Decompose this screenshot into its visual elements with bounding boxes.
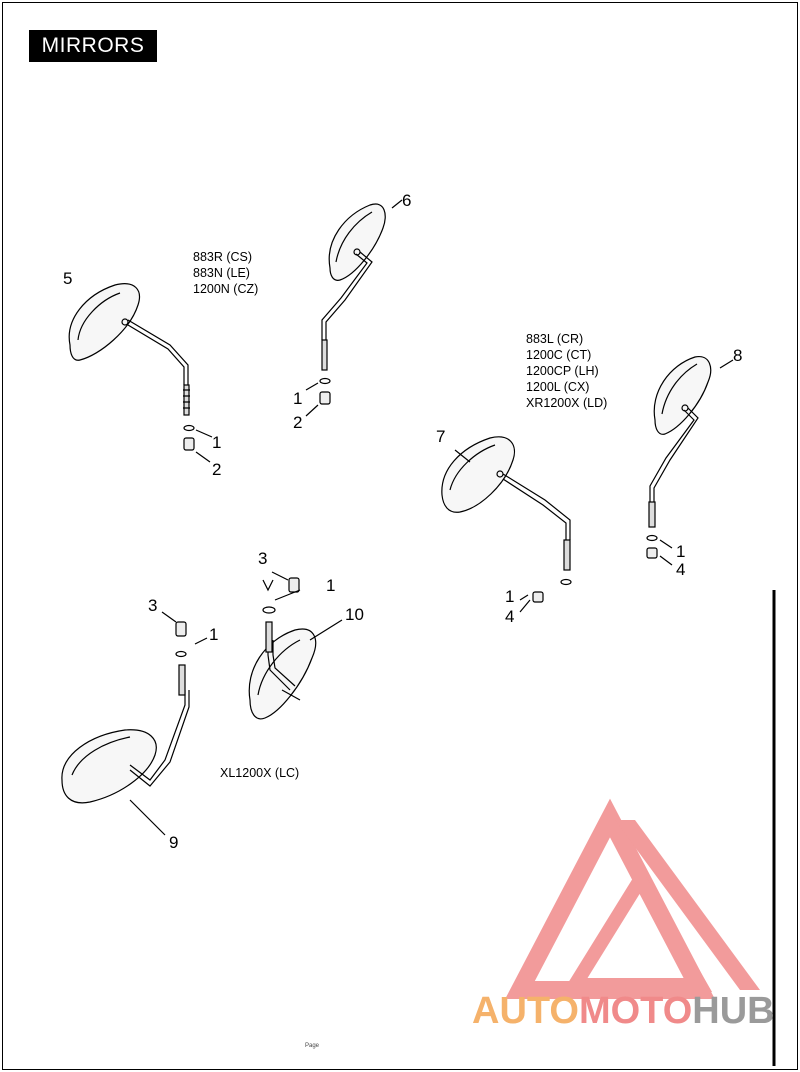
callout-1: 1 bbox=[676, 542, 686, 561]
model-list-c: XL1200X (LC) bbox=[220, 766, 300, 780]
model-item: 1200CP (LH) bbox=[526, 364, 599, 378]
mirror-5 bbox=[68, 283, 190, 416]
mirror-10 bbox=[248, 621, 317, 720]
callout-4: 4 bbox=[505, 607, 515, 626]
watermark-part-moto: MOTO bbox=[578, 990, 693, 1032]
model-item: 1200C (CT) bbox=[526, 348, 592, 362]
callout-1: 1 bbox=[209, 625, 219, 644]
callout-1: 1 bbox=[212, 433, 222, 452]
callout-7: 7 bbox=[436, 427, 446, 446]
callout-1: 1 bbox=[505, 587, 515, 606]
model-item: XR1200X (LD) bbox=[526, 396, 608, 410]
mirror-9 bbox=[61, 664, 190, 804]
model-item: 883L (CR) bbox=[526, 332, 584, 346]
callout-1: 1 bbox=[293, 389, 303, 408]
callout-10: 10 bbox=[345, 605, 364, 624]
watermark-part-hub: HUB bbox=[692, 990, 775, 1032]
mirror-6 bbox=[321, 203, 386, 371]
mirror-7 bbox=[441, 436, 571, 571]
callout-3: 3 bbox=[258, 549, 268, 568]
model-item: 1200L (CX) bbox=[526, 380, 590, 394]
watermark-logo bbox=[505, 798, 760, 999]
model-list-a: 883R (CS) 883N (LE) 1200N (CZ) bbox=[193, 249, 258, 297]
model-item: 1200N (CZ) bbox=[193, 282, 259, 296]
watermark-text: AUTOMOTOHUB bbox=[472, 990, 775, 1033]
callout-8: 8 bbox=[733, 346, 743, 365]
page-footer: Page bbox=[305, 1043, 320, 1049]
nut-part-2-a bbox=[183, 437, 195, 451]
callout-3: 3 bbox=[148, 596, 158, 615]
callout-2: 2 bbox=[293, 413, 303, 432]
model-item: 883N (LE) bbox=[193, 266, 250, 280]
watermark-part-auto: AUTO bbox=[472, 990, 579, 1032]
callout-1: 1 bbox=[326, 576, 336, 595]
mirror-8 bbox=[648, 356, 712, 528]
callout-4: 4 bbox=[676, 560, 686, 579]
callout-5: 5 bbox=[63, 269, 73, 288]
model-list-b: 883L (CR) 1200C (CT) 1200CP (LH) 1200L (… bbox=[526, 331, 607, 411]
washer-part-1-a bbox=[183, 424, 195, 432]
callout-2: 2 bbox=[212, 460, 222, 479]
page-title: MIRRORS bbox=[29, 30, 157, 62]
callout-6: 6 bbox=[402, 191, 412, 210]
model-item: 883R (CS) bbox=[193, 250, 253, 264]
callout-9: 9 bbox=[169, 833, 179, 852]
